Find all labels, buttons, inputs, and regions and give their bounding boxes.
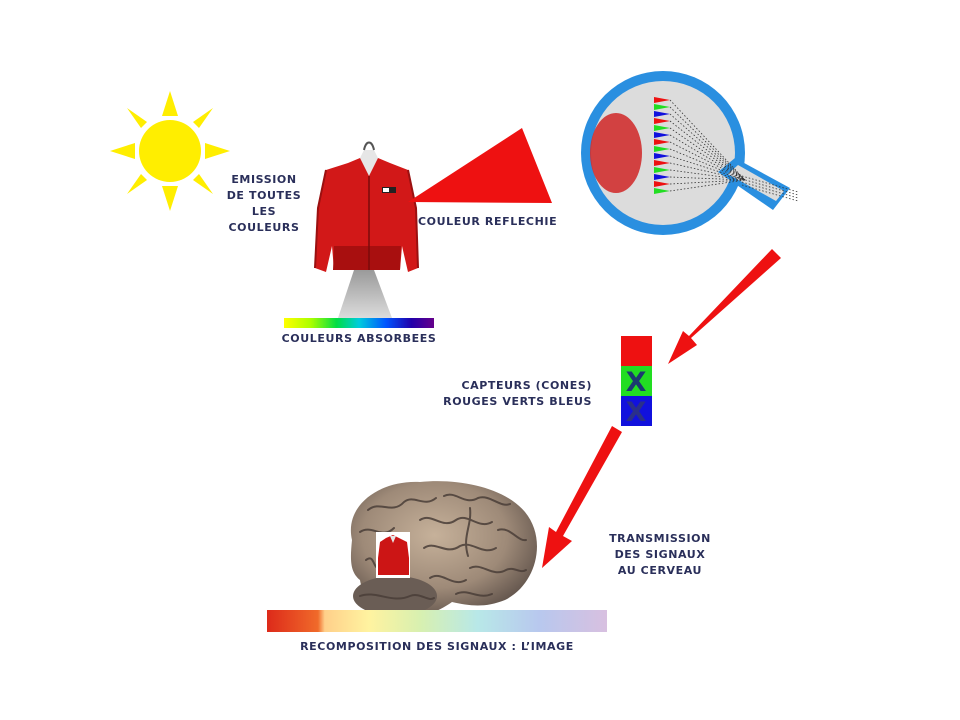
retina-cone	[654, 146, 670, 152]
retina-cone	[654, 132, 670, 138]
transmission-label: TRANSMISSION DES SIGNAUX AU CERVEAU	[606, 531, 714, 579]
nerve-fiber	[669, 134, 746, 181]
absorbed-light-beam	[338, 270, 392, 318]
cone-blue	[621, 396, 652, 426]
retina-cone	[654, 139, 670, 145]
transmission-line-1: TRANSMISSION	[609, 532, 711, 545]
optic-nerve-fiber	[741, 178, 799, 196]
retina-cone	[654, 97, 670, 103]
nerve-fiber	[669, 179, 746, 192]
reflected-color-label: COULEUR REFLECHIE	[418, 215, 558, 228]
nerve-fiber	[669, 155, 746, 181]
emission-line-4: COULEURS	[228, 221, 300, 234]
nerve-fiber	[669, 113, 746, 181]
retina-cone	[654, 160, 670, 166]
absorbed-spectrum-bar	[284, 318, 434, 328]
nerve-fiber	[669, 169, 746, 181]
retina-cone	[654, 104, 670, 110]
retina-cone	[654, 153, 670, 159]
cone-sensors: X X	[621, 336, 652, 428]
emission-line-1: EMISSION	[231, 173, 297, 186]
nerve-fiber	[669, 99, 746, 181]
optic-nerve-fiber	[741, 184, 799, 202]
recomposition-label: RECOMPOSITION DES SIGNAUX : L’IMAGE	[300, 640, 574, 653]
cone-green-mark: X	[626, 367, 647, 398]
retina-cone	[654, 188, 670, 194]
optic-nerve-fiber	[741, 181, 799, 199]
nerve-fiber	[669, 148, 746, 181]
absorbed-colors-label: COULEURS ABSORBEES	[281, 332, 437, 345]
jacket-icon	[314, 141, 419, 272]
eye-icon	[581, 71, 799, 235]
retina-cone	[654, 111, 670, 117]
sensors-line-1: CAPTEURS (CONES)	[461, 379, 592, 392]
cone-blue-mark: X	[626, 397, 647, 428]
retina-cone	[654, 174, 670, 180]
sensors-label: CAPTEURS (CONES) ROUGES VERTS BLEUS	[420, 378, 592, 410]
emission-line-2: DE TOUTES	[226, 189, 302, 202]
sun-icon	[110, 91, 230, 211]
reflected-light-triangle	[408, 128, 552, 203]
optic-nerve-fiber	[741, 175, 799, 193]
emission-label: EMISSION DE TOUTES LES COULEURS	[220, 172, 308, 236]
emission-line-3: LES	[251, 205, 277, 218]
nerve-fiber	[669, 162, 746, 181]
nerve-fiber	[669, 141, 746, 181]
retina-cone	[654, 118, 670, 124]
retina-cone	[654, 167, 670, 173]
sensors-line-2: ROUGES VERTS BLEUS	[443, 395, 592, 408]
cone-red	[621, 336, 652, 366]
cone-green	[621, 366, 652, 396]
transmission-line-3: AU CERVEAU	[617, 564, 703, 577]
recomposition-spectrum-bar	[267, 610, 607, 632]
retina-cone	[654, 125, 670, 131]
retina-cone	[654, 181, 670, 187]
brain-icon	[350, 481, 537, 617]
retina-receptors	[654, 97, 799, 202]
arrow-icon	[542, 249, 781, 568]
transmission-line-2: DES SIGNAUX	[614, 548, 706, 561]
nerve-fiber	[669, 127, 746, 181]
